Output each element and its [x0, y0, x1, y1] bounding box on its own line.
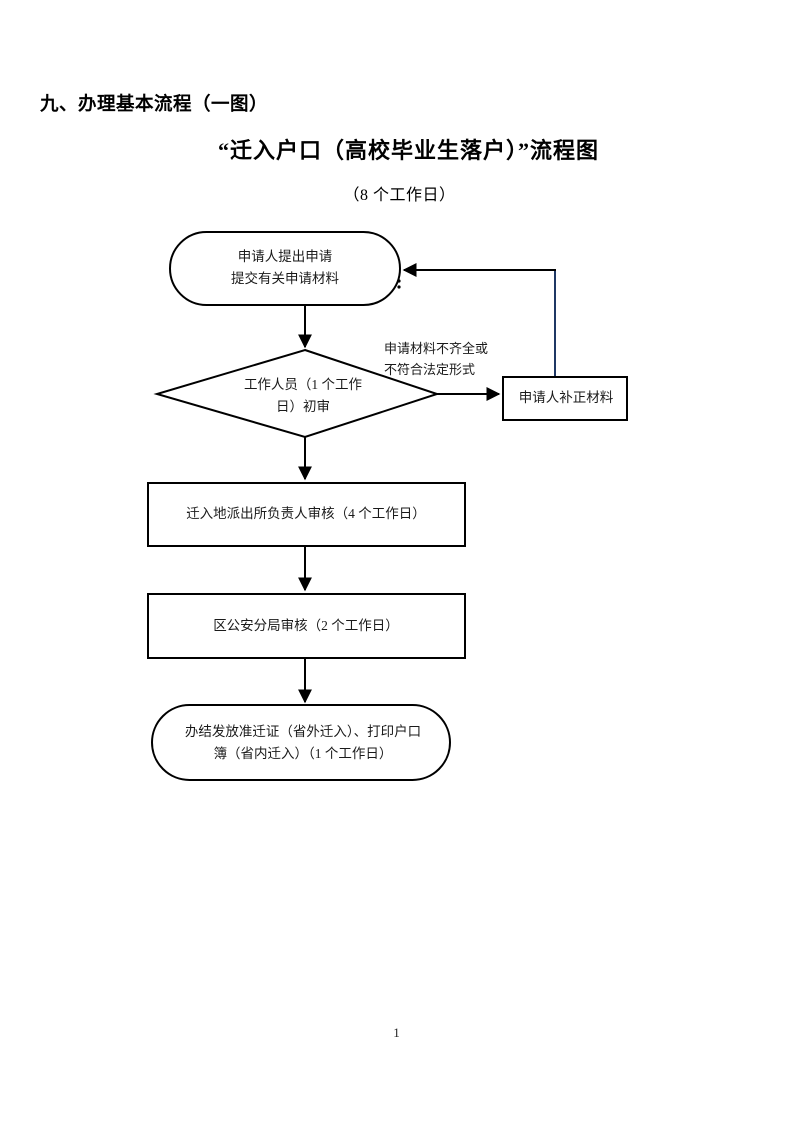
- flow-node-finish-line1: 办结发放准迁证（省外迁入）、打印户口: [185, 723, 421, 739]
- flow-node-finish-line2: 簿（省内迁入）（1 个工作日）: [214, 746, 393, 761]
- edge-supplement-to-start-return: [397, 263, 556, 377]
- flow-node-start-line1: 申请人提出申请: [238, 249, 333, 264]
- page-number: 1: [393, 1025, 400, 1040]
- flow-node-bureau-review-label: 区公安分局审核（2 个工作日）: [213, 618, 399, 633]
- page-title: “迁入户口（高校毕业生落户）”流程图: [217, 138, 599, 163]
- edge-label-review-to-supplement: 申请材料不齐全或 不符合法定形式: [384, 341, 488, 377]
- flow-node-shape-rect: [502, 376, 628, 421]
- page-subtitle: （8 个工作日）: [343, 187, 456, 204]
- flow-node-shape-rect: [147, 482, 466, 547]
- flowchart-canvas: 申请人提出申请 提交有关申请材料 工作人员（1 个工作 日）初审 申请材料不齐全…: [147, 231, 628, 781]
- flowchart: 申请人提出申请 提交有关申请材料 工作人员（1 个工作 日）初审 申请材料不齐全…: [147, 231, 628, 781]
- flow-node-station-review-label: 迁入地派出所负责人审核（4 个工作日）: [186, 506, 426, 521]
- edge-label-line1: 申请材料不齐全或: [384, 341, 488, 356]
- flow-node-finish[interactable]: 办结发放准迁证（省外迁入）、打印户口 簿（省内迁入）（1 个工作日）: [151, 704, 451, 781]
- flow-node-start-line2: 提交有关申请材料: [231, 270, 339, 286]
- flow-node-start[interactable]: 申请人提出申请 提交有关申请材料: [169, 231, 401, 306]
- flow-node-bureau-review[interactable]: 区公安分局审核（2 个工作日）: [147, 593, 466, 659]
- flow-node-shape-stadium: [151, 704, 451, 781]
- flow-node-shape-rect: [147, 593, 466, 659]
- flow-node-shape-diamond: [153, 348, 441, 439]
- flow-node-supplement-label: 申请人补正材料: [519, 390, 614, 405]
- edge-label-line2: 不符合法定形式: [384, 362, 475, 377]
- flow-node-station-review[interactable]: 迁入地派出所负责人审核（4 个工作日）: [147, 482, 466, 547]
- return-edge-dot: [397, 285, 401, 289]
- flow-node-review-line2: 日）初审: [276, 398, 330, 414]
- flow-node-supplement[interactable]: 申请人补正材料: [502, 376, 628, 421]
- section-heading: 九、办理基本流程（一图）: [40, 95, 269, 115]
- flow-node-review[interactable]: 工作人员（1 个工作 日）初审: [153, 348, 441, 439]
- flow-node-review-line1: 工作人员（1 个工作: [244, 377, 362, 392]
- flow-node-shape-stadium: [169, 231, 401, 306]
